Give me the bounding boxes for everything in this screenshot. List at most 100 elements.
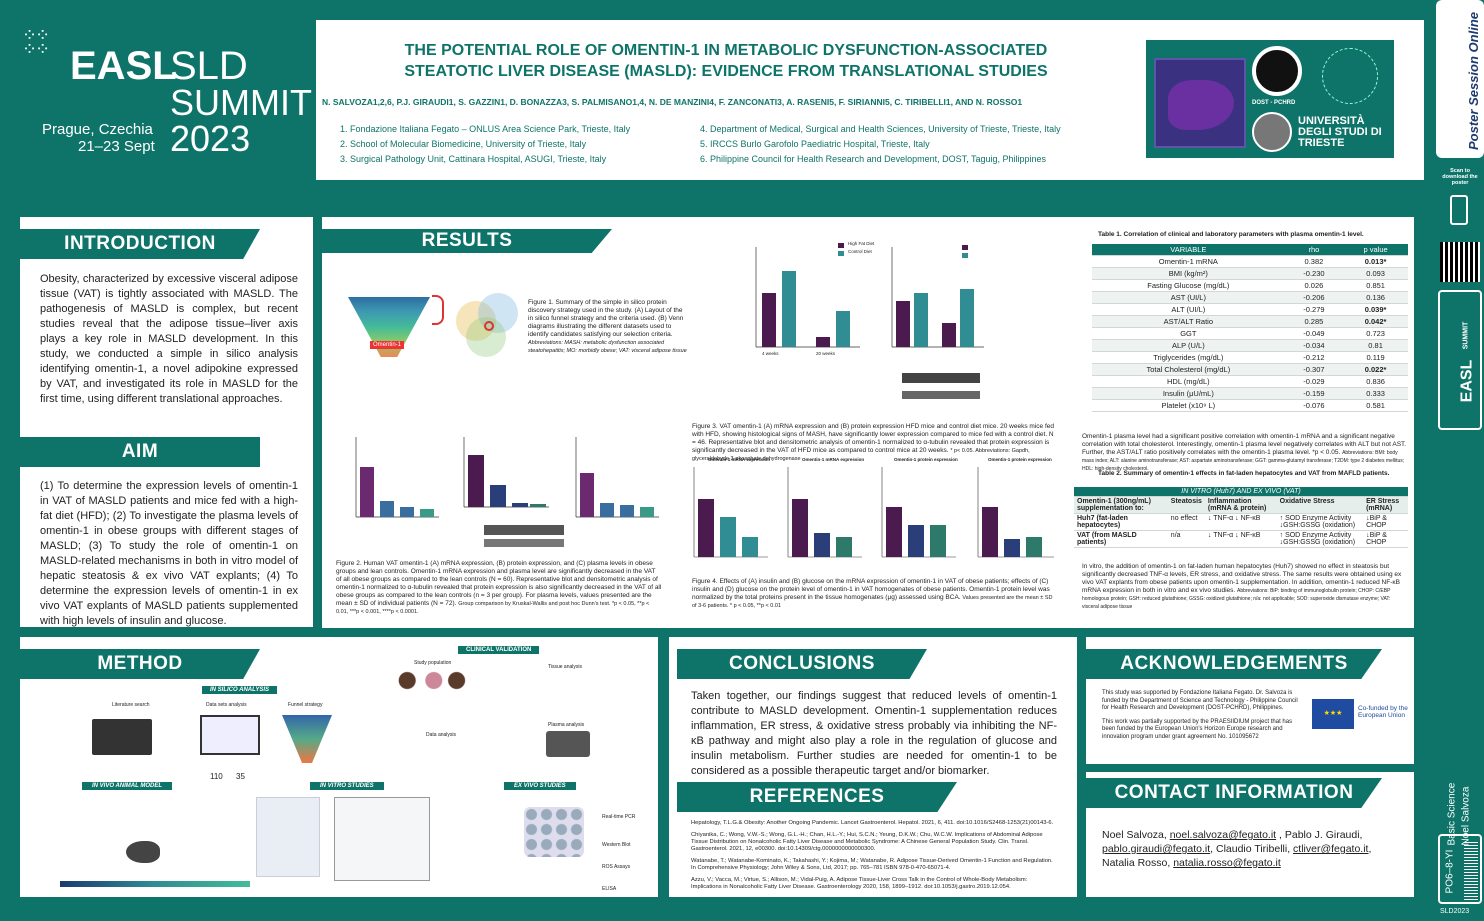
timeline (60, 881, 250, 887)
t1-abbr: Abbreviations: BMI: body mass index; ALT… (1082, 450, 1405, 472)
table-cell: 0.119 (1343, 351, 1408, 364)
aim-panel: AIM (1) To determine the expression leve… (20, 437, 313, 627)
table-cell: 0.382 (1284, 255, 1344, 268)
table-2: IN VITRO (Huh7) AND EX VIVO (VAT) Omenti… (1074, 487, 1408, 548)
fegato-logo (1154, 58, 1246, 148)
city: Prague, Czechia (42, 121, 153, 138)
contact-heading: CONTACT INFORMATION (1086, 778, 1382, 808)
aim-heading: AIM (20, 437, 260, 467)
table-cell: 0.851 (1343, 279, 1408, 292)
table-cell: 0.836 (1343, 375, 1408, 388)
conclusions-panel: CONCLUSIONS Taken together, our findings… (669, 637, 1077, 897)
lab-icon (256, 797, 320, 877)
ack-heading: ACKNOWLEDGEMENTS (1086, 649, 1382, 679)
fig2b-bar-lean (468, 455, 484, 507)
contact-panel: CONTACT INFORMATION Noel Salvoza, noel.s… (1086, 772, 1414, 897)
table-cell: 0.723 (1343, 327, 1408, 340)
fig4c-bar-2 (908, 525, 924, 557)
table2-caption: Table 2. Summary of omentin-1 effects in… (1098, 470, 1390, 477)
table-cell: 0.581 (1343, 399, 1408, 412)
step1: Literature search (112, 702, 150, 708)
fig3-stats: * p< 0.05. Abbreviations: Gapdh, glycera… (692, 448, 1030, 462)
email-link[interactable]: pablo.giraudi@fegato.it (1102, 843, 1211, 855)
count-2: 35 (236, 772, 245, 781)
brand-sld: SLD (170, 44, 248, 88)
t2-header: ER Stress (mRNA) (1363, 496, 1408, 514)
fig3-text: Figure 3. VAT omentin-1 (A) mRNA express… (692, 423, 1054, 454)
table-cell: ↓BiP & CHOP (1363, 530, 1408, 548)
dost-logo (1252, 46, 1302, 96)
table-cell: 0.039* (1343, 303, 1408, 316)
table-cell: VAT (from MASLD patients) (1074, 530, 1168, 548)
author-side: Noel Salvoza (1460, 786, 1472, 846)
aff-1: 1. Fondazione Italiana Fegato – ONLUS Ar… (340, 124, 631, 134)
title: THE POTENTIAL ROLE OF OMENTIN-1 IN METAB… (316, 40, 1136, 82)
t2-header: Omentin-1 (300ng/mL) supplementation to: (1074, 496, 1168, 514)
fig3b-bar-cd-4w (914, 293, 928, 347)
liver-icon (1168, 80, 1234, 130)
fig2c-bar-fib (640, 507, 654, 517)
table-cell: ↑ SOD Enzyme Activity ↓GSH:GSSG (oxidati… (1276, 530, 1364, 548)
monitor-icon (200, 715, 260, 755)
table-cell: 0.136 (1343, 291, 1408, 304)
code: PO6–8-YI (1444, 849, 1456, 894)
table-cell: 0.285 (1284, 315, 1344, 328)
ex-vivo-label: EX VIVO STUDIES (504, 782, 576, 790)
authors: N. SALVOZA1,2,6, P.J. GIRAUDI1, S. GAZZI… (322, 97, 1023, 107)
contact-name: Natalia Rosso, (1102, 857, 1174, 869)
poster-online-badge[interactable]: Poster Session Online (1436, 0, 1484, 158)
fig3-svg (755, 243, 984, 399)
table-cell: 0.333 (1343, 387, 1408, 400)
ack-text: This study was supported by Fondazione I… (1102, 690, 1302, 741)
ros-label: ROS Assays (602, 864, 631, 870)
well-plate-icon (524, 807, 584, 857)
t1-header: rho (1284, 244, 1344, 256)
references-heading: REFERENCES (677, 782, 957, 812)
header-panel: THE POTENTIAL ROLE OF OMENTIN-1 IN METAB… (316, 20, 1424, 180)
table2-note: In vitro, the addition of omentin-1 on f… (1082, 563, 1408, 611)
ack-p1: This study was supported by Fondazione I… (1102, 690, 1298, 711)
phone-icon (1450, 195, 1468, 225)
wb-label: Western Blot (602, 842, 631, 848)
fig2a-bar-lean (360, 467, 374, 517)
ack-panel: ACKNOWLEDGEMENTS This study was supporte… (1086, 637, 1414, 764)
side-summit: SUMMIT (1462, 321, 1470, 350)
fig3-caption: Figure 3. VAT omentin-1 (A) mRNA express… (692, 423, 1058, 463)
t2-top: IN VITRO (Huh7) AND EX VIVO (VAT) (1074, 487, 1408, 497)
aff-6: 6. Philippine Council for Health Researc… (700, 154, 1047, 164)
intro-heading: INTRODUCTION (20, 229, 260, 259)
in-vitro-label: IN VITRO STUDIES (310, 782, 384, 790)
table1-caption: Table 1. Correlation of clinical and lab… (1098, 231, 1364, 238)
table-cell: Huh7 (fat-laden hepatocytes) (1074, 513, 1168, 531)
fig4b (787, 467, 862, 558)
bracket-icon (432, 295, 444, 325)
fig4d-bar-3 (1026, 537, 1042, 557)
email-link[interactable]: natalia.rosso@fegato.it (1173, 857, 1281, 869)
contact-name: , Claudio Tiribelli, (1210, 843, 1294, 855)
fig3b-bar-hfd-4w (896, 301, 910, 347)
poster-online-label: Poster Session Online (1466, 12, 1481, 150)
praesiidium-logo (1322, 48, 1378, 104)
fig2a (355, 437, 439, 518)
intro-panel: INTRODUCTION Obesity, characterized by e… (20, 217, 313, 444)
fig4b-title: Omentin-1 mRNA expression (802, 457, 865, 462)
fig3a-bar-cd-4w (782, 271, 796, 347)
fig2b (463, 437, 564, 547)
fig2c (575, 437, 659, 518)
title-line-1: THE POTENTIAL ROLE OF OMENTIN-1 IN METAB… (404, 42, 1048, 59)
method-heading: METHOD (20, 649, 260, 679)
qr-code[interactable] (1440, 242, 1480, 282)
email-link[interactable]: ctliver@fegato.it (1293, 843, 1369, 855)
figure-3: High Fat Diet Control Diet 4 weeks 20 we… (734, 227, 994, 417)
fig4d-title: Omentin-1 protein expression (988, 457, 1052, 462)
sidebar: Poster Session Online Scan to download t… (1436, 0, 1484, 921)
fig4-stats: Values presented are the mean ± SD of 3-… (692, 595, 1053, 609)
references-list: Hepatology, T.L.G.& Obesity: Another Ong… (691, 820, 1057, 891)
fig4d-bar-1 (982, 507, 998, 557)
email-link[interactable]: noel.salvoza@fegato.it (1169, 829, 1277, 841)
conclusions-heading: CONCLUSIONS (677, 649, 927, 679)
